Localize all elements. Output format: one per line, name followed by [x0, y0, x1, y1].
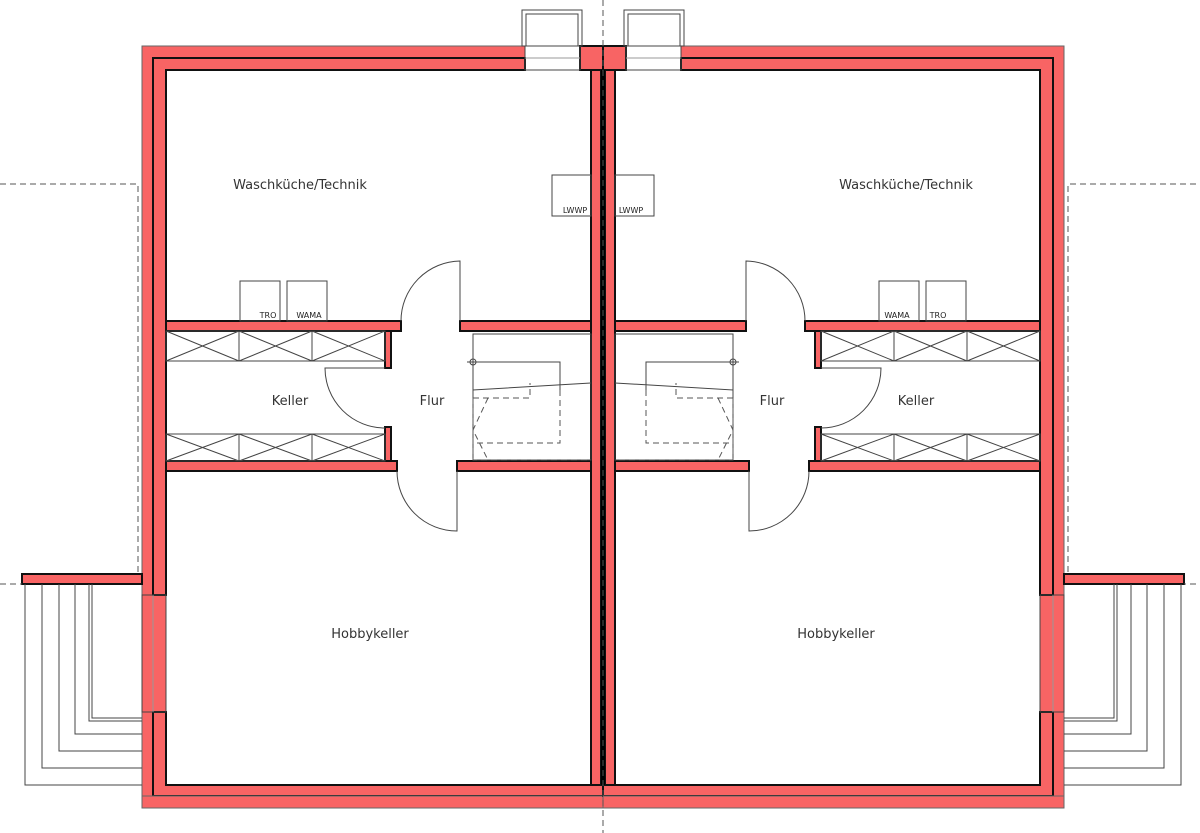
room-label-storage-right: Keller	[898, 394, 935, 409]
room-label-hall-left: Flur	[420, 394, 445, 409]
room-label-hobby-left: Hobbykeller	[331, 627, 409, 642]
dryer-label-left: TRO	[259, 311, 277, 320]
washer-label-left: WAMA	[296, 311, 322, 320]
heat-pump-label-right: LWWP	[619, 206, 644, 215]
room-label-hall-right: Flur	[760, 394, 785, 409]
left-unit	[0, 9, 604, 809]
room-label-hobby-right: Hobbykeller	[797, 627, 875, 642]
right-unit	[602, 9, 1200, 809]
room-label-utility-right: Waschküche/Technik	[839, 178, 973, 193]
room-label-utility-left: Waschküche/Technik	[233, 178, 367, 193]
dryer-label-right: TRO	[929, 311, 947, 320]
room-label-storage-left: Keller	[272, 394, 309, 409]
heat-pump-label-left: LWWP	[563, 206, 588, 215]
washer-label-right: WAMA	[884, 311, 910, 320]
